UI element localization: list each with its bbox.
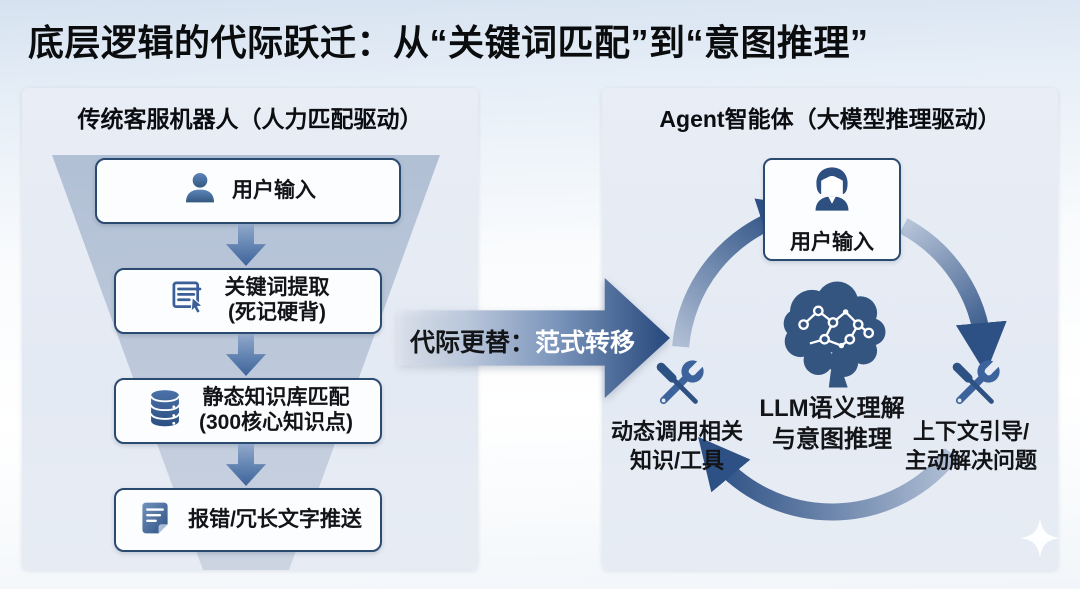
tools-icon [946,356,1004,419]
agent-user-icon [806,163,858,220]
transition-arrow: 代际更替：范式转移 [398,278,670,398]
page-title: 底层逻辑的代际跃迁：从“关键词匹配”到“意图推理” [28,22,869,63]
context-guidance-label: 上下文引导/ 主动解决问题 [904,419,1037,473]
error-document-icon [134,497,176,544]
step-label: 用户输入 [232,178,316,202]
step-knowledge-base: 静态知识库匹配 (300核心知识点) [114,378,382,444]
sparkle-icon [1018,516,1062,560]
step-user-input: 用户输入 [95,158,401,224]
user-icon [180,169,220,214]
panel-agent: Agent智能体（大模型推理驱动） [602,88,1060,570]
panel-traditional-bot: 传统客服机器人（人力匹配驱动） 用户输入 [22,88,478,570]
dynamic-tools-label: 动态调用相关 知识/工具 [610,419,743,473]
left-panel-header: 传统客服机器人（人力匹配驱动） [77,106,423,132]
step-label: 静态知识库匹配 (300核心知识点) [198,386,354,434]
llm-reasoning-label: LLM语义理解 与意图推理 [759,395,905,453]
step-label: 关键词提取 (死记硬背) [224,276,330,324]
keyword-extract-icon [167,276,213,327]
step-label: 报错/冗长文字推送 [188,507,362,531]
step-keyword-extraction: 关键词提取 (死记硬背) [114,268,382,334]
brain-network-icon [770,276,896,392]
transition-label: 代际更替：范式转移 [410,329,636,357]
database-icon [143,387,187,436]
right-panel-header: Agent智能体（大模型推理驱动） [659,106,1001,132]
tools-icon [650,356,708,419]
step-error-push: 报错/冗长文字推送 [114,488,382,552]
agent-user-input-node: 用户输入 [763,158,901,261]
node-label: 用户输入 [790,231,874,254]
